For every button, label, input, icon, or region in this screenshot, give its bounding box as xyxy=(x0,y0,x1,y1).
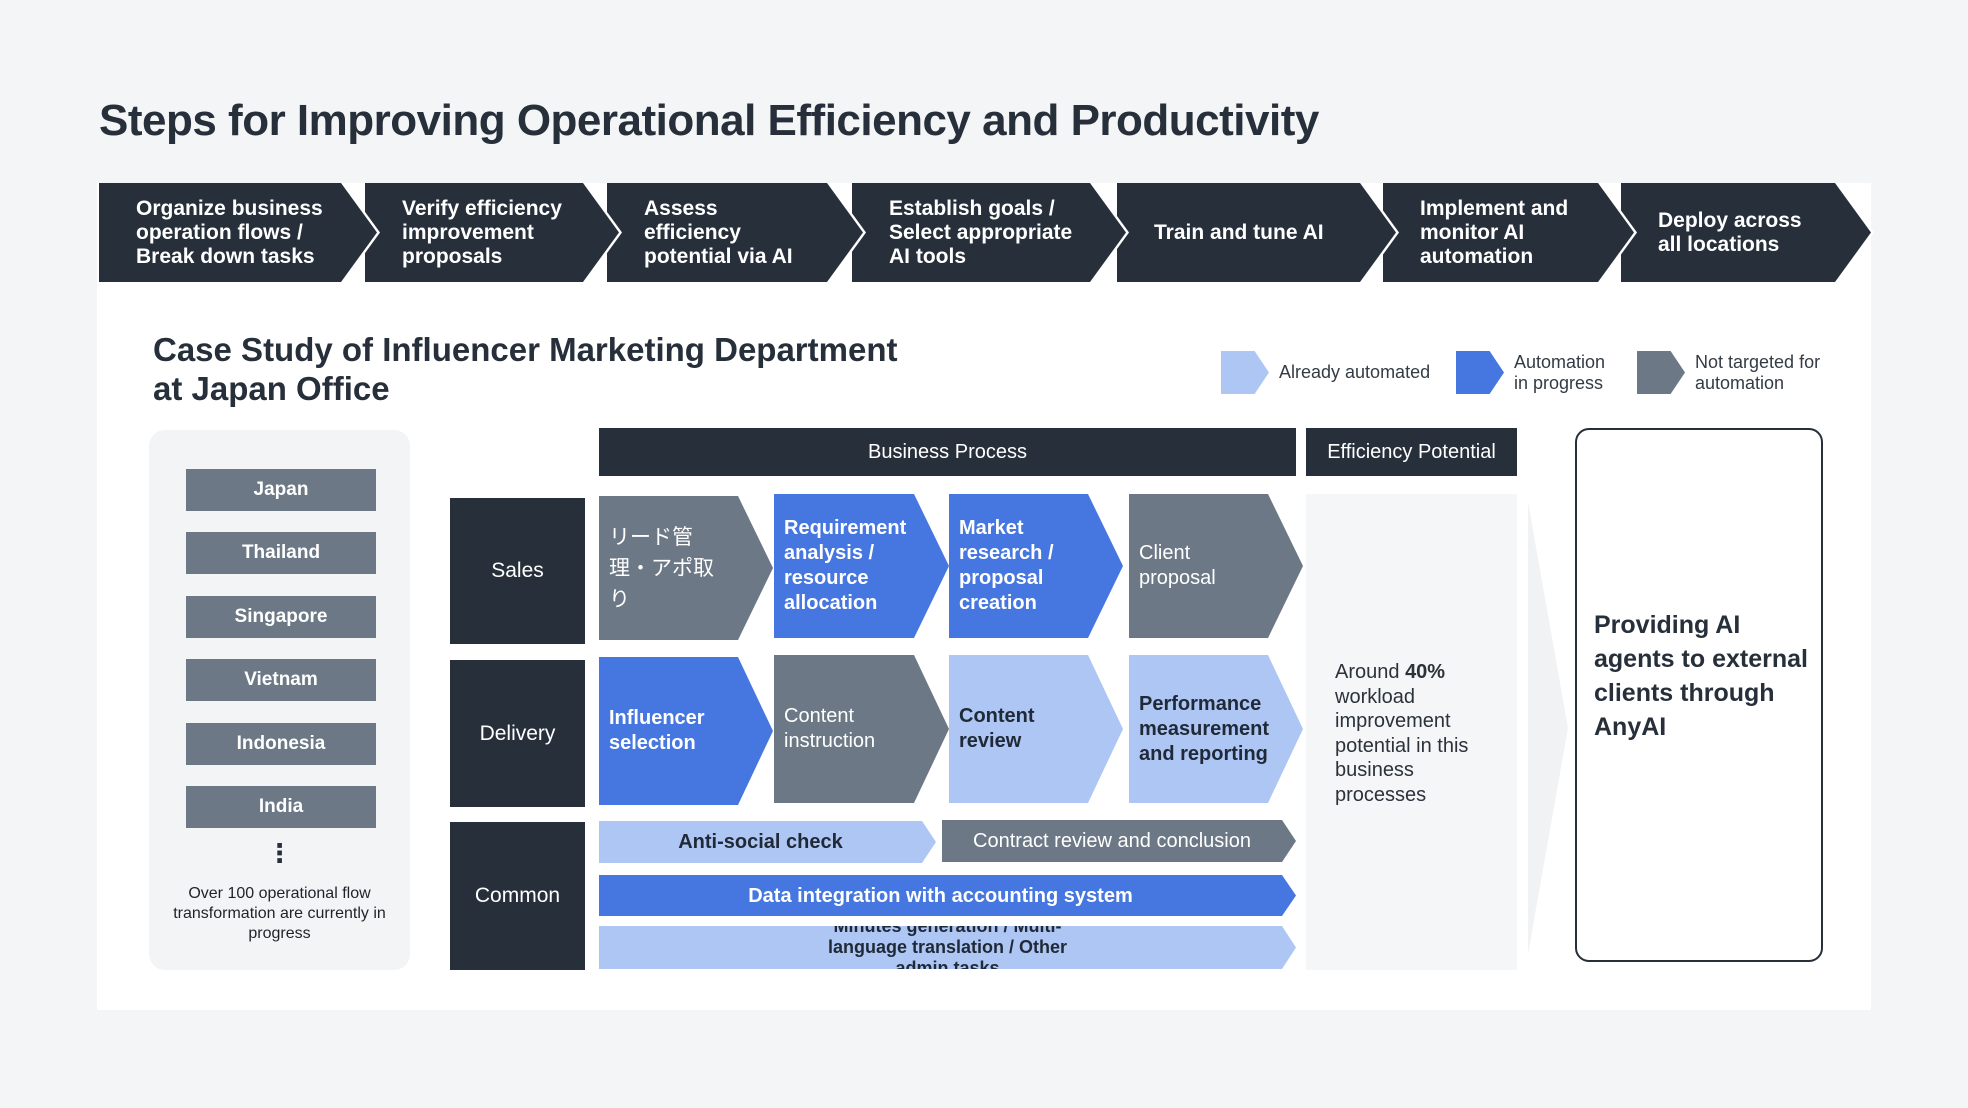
row-label-delivery: Delivery xyxy=(450,660,585,807)
case-study-title-line2: at Japan Office xyxy=(153,370,390,407)
legend-label: Automation in progress xyxy=(1514,351,1606,393)
step-2: Verify efficiency improvement proposals xyxy=(365,183,619,282)
step-3: Assess efficiency potential via AI xyxy=(607,183,863,282)
step-7: Deploy across all locations xyxy=(1621,183,1871,282)
efficiency-text: Around 40% workload improvement potentia… xyxy=(1335,660,1507,807)
common-contract-review: Contract review and conclusion xyxy=(942,820,1296,862)
legend-already-automated: Already automated xyxy=(1221,351,1430,394)
process-content-instruction: Content instruction xyxy=(774,655,949,803)
step-label: Assess efficiency potential via AI xyxy=(607,183,863,282)
legend-label: Already automated xyxy=(1279,362,1431,382)
step-label: Verify efficiency improvement proposals xyxy=(365,183,619,282)
legend-chevron-icon xyxy=(1456,351,1504,394)
step-label: Train and tune AI xyxy=(1117,183,1396,282)
common-anti-social-check: Anti-social check xyxy=(599,821,936,863)
legend-not-targeted: Not targeted for automation xyxy=(1637,351,1845,394)
step-6: Implement and monitor AI automation xyxy=(1383,183,1634,282)
country-indonesia: Indonesia xyxy=(186,723,376,765)
step-label: Organize business operation flows / Brea… xyxy=(99,183,377,282)
efficiency-panel: Around 40% workload improvement potentia… xyxy=(1306,494,1517,970)
outcome-box: Providing AI agents to external clients … xyxy=(1575,428,1823,962)
more-dots-icon: ⋮ xyxy=(266,838,293,868)
case-study-title-line1: Case Study of Influencer Marketing Depar… xyxy=(153,331,898,368)
step-5: Train and tune AI xyxy=(1117,183,1396,282)
country-vietnam: Vietnam xyxy=(186,659,376,701)
legend-label: Not targeted for automation xyxy=(1695,351,1821,393)
country-thailand: Thailand xyxy=(186,532,376,574)
process-market-research: Market research / proposal creation xyxy=(949,494,1123,638)
countries-note: Over 100 operational flow transformation… xyxy=(173,885,386,942)
step-1: Organize business operation flows / Brea… xyxy=(99,183,377,282)
header-business-process: Business Process xyxy=(599,428,1296,476)
step-label: Implement and monitor AI automation xyxy=(1383,183,1634,282)
process-content-review: Content review xyxy=(949,655,1123,803)
step-label: Deploy across all locations xyxy=(1621,183,1871,282)
header-efficiency-potential: Efficiency Potential xyxy=(1306,428,1517,476)
row-label-sales: Sales xyxy=(450,498,585,644)
process-performance-measurement: Performance measurement and reporting xyxy=(1129,655,1303,803)
efficiency-prefix: Around xyxy=(1335,661,1406,683)
common-admin-tasks: Minutes generation / Multi-language tran… xyxy=(599,926,1296,969)
row-label-common: Common xyxy=(450,822,585,970)
process-influencer-selection: Influencer selection xyxy=(599,657,773,805)
country-singapore: Singapore xyxy=(186,596,376,638)
country-india: India xyxy=(186,786,376,828)
outcome-text: Providing AI agents to external clients … xyxy=(1594,611,1808,741)
step-label: Establish goals / Select appropriate AI … xyxy=(852,183,1126,282)
common-data-integration: Data integration with accounting system xyxy=(599,875,1296,916)
process-lead-management: リード管理・アポ取り xyxy=(599,496,773,640)
page-title: Steps for Improving Operational Efficien… xyxy=(99,96,1319,145)
step-4: Establish goals / Select appropriate AI … xyxy=(852,183,1126,282)
process-requirement-analysis: Requirement analysis / resource allocati… xyxy=(774,494,949,638)
case-study-title: Case Study of Influencer Marketing Depar… xyxy=(153,330,897,408)
process-client-proposal: Client proposal xyxy=(1129,494,1303,638)
efficiency-value: 40% xyxy=(1405,661,1446,683)
legend-chevron-icon xyxy=(1637,351,1685,394)
efficiency-suffix: workload improvement potential in this b… xyxy=(1335,685,1469,806)
legend-in-progress: Automation in progress xyxy=(1456,351,1614,394)
country-list: Japan Thailand Singapore Vietnam Indones… xyxy=(149,430,410,970)
country-japan: Japan xyxy=(186,469,376,511)
legend-chevron-icon xyxy=(1221,351,1269,394)
